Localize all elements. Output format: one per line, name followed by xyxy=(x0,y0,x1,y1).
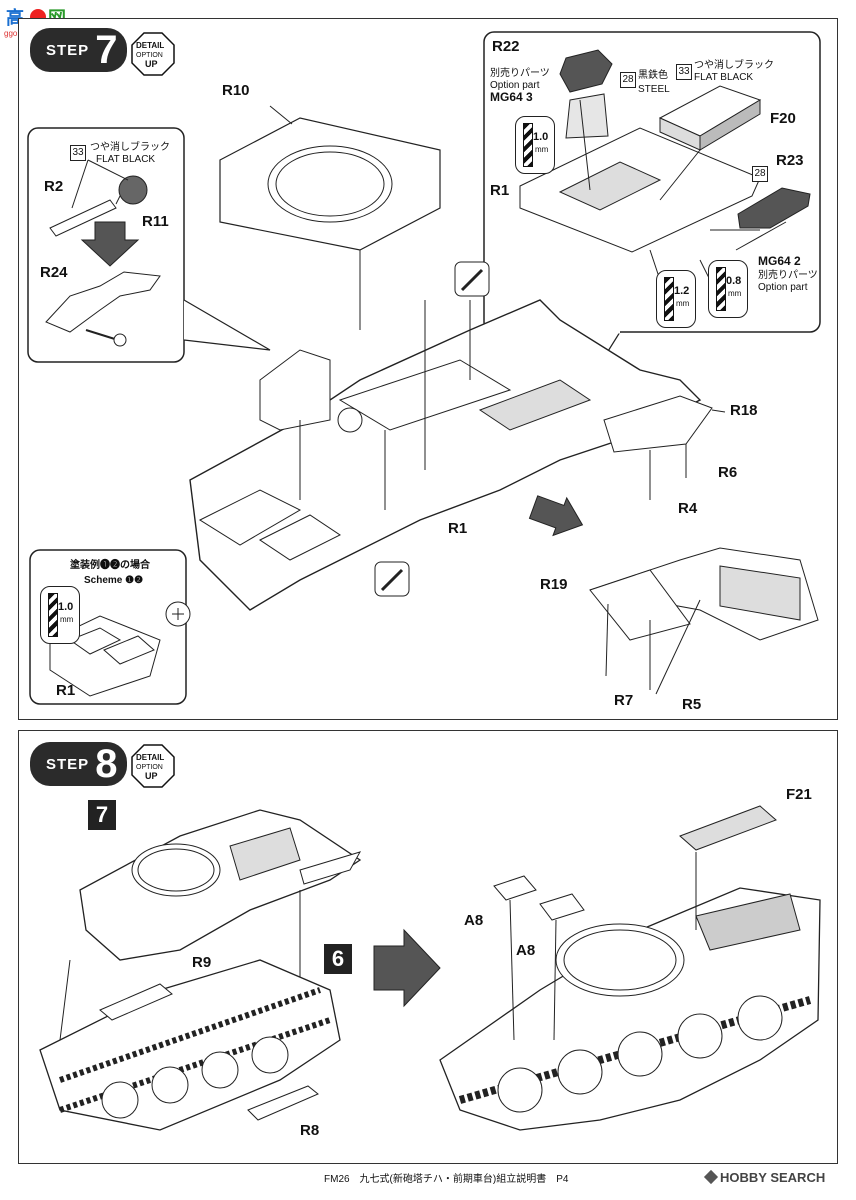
option-b-code: MG64 2 xyxy=(758,254,801,268)
step7-number: 7 xyxy=(95,28,118,72)
drill-bit-icon xyxy=(664,277,674,321)
drill-unit: mm xyxy=(728,289,742,298)
label-r11: R11 xyxy=(142,213,169,230)
paint-code-tag-left: 33 xyxy=(70,145,86,161)
r19-plate xyxy=(589,569,691,641)
step8-word: STEP xyxy=(46,755,90,773)
octagon-badge-icon xyxy=(131,32,175,76)
step7-badge: STEP 7 xyxy=(30,28,128,72)
steel-code-tag: 28 xyxy=(620,72,636,88)
label-a8-right: A8 xyxy=(516,942,536,959)
detail-line2: OPTION xyxy=(136,764,163,771)
r11-part xyxy=(118,175,148,205)
label-f20: F20 xyxy=(770,110,796,127)
ref-box-6: 6 xyxy=(324,944,352,974)
scheme-en: Scheme ❶❷ xyxy=(84,575,144,586)
label-r1-scheme: R1 xyxy=(56,682,76,699)
f21-part xyxy=(679,805,777,851)
diagonal-arrow-icon xyxy=(528,495,584,537)
label-r6: R6 xyxy=(718,464,738,481)
detail-line1: DETAIL xyxy=(136,753,165,762)
drill-icon-2: 1.2 mm xyxy=(656,270,696,328)
label-r1-main: R1 xyxy=(448,520,468,537)
label-r10: R10 xyxy=(222,82,250,99)
step7-detail-badge: DETAIL OPTION UP xyxy=(131,32,175,76)
right-arrow-icon xyxy=(373,928,441,1008)
drill-size: 1.2 xyxy=(674,285,690,297)
r8-part xyxy=(247,1085,319,1121)
label-r19: R19 xyxy=(540,576,568,593)
down-arrow-icon xyxy=(80,221,140,267)
option-b-en: Option part xyxy=(758,282,808,293)
label-r4: R4 xyxy=(678,500,698,517)
drill-size: 1.0 xyxy=(58,601,74,613)
label-r9: R9 xyxy=(192,954,212,971)
label-f21: F21 xyxy=(786,786,812,803)
option-a-jp: 別売りパーツ xyxy=(490,68,550,79)
label-r24: R24 xyxy=(40,264,68,281)
detail-line2: OPTION xyxy=(136,52,163,59)
drill-bit-icon xyxy=(523,123,533,167)
footer-brand: HOBBY SEARCH xyxy=(703,1169,826,1185)
paint-jp-left: つや消しブラック xyxy=(90,142,170,153)
label-r2: R2 xyxy=(44,178,64,195)
a8-left-part xyxy=(493,875,537,901)
drill-bit-icon xyxy=(716,267,726,311)
r2-part xyxy=(49,199,117,237)
label-r5: R5 xyxy=(682,696,702,713)
footer-brand-text: HOBBY SEARCH xyxy=(720,1170,826,1185)
paint-code-tag-right: 33 xyxy=(676,64,692,80)
option-a-code: MG64 3 xyxy=(490,90,533,104)
drill-bit-icon xyxy=(48,593,58,637)
drill-unit: mm xyxy=(535,145,549,154)
label-r1-inset: R1 xyxy=(490,182,510,199)
drill-size: 0.8 xyxy=(726,275,742,287)
steel-en: STEEL xyxy=(638,84,670,95)
paint-jp-right: つや消しブラック xyxy=(694,60,774,71)
steel-jp: 黒鉄色 xyxy=(638,70,668,81)
label-r8: R8 xyxy=(300,1122,320,1139)
r22-part xyxy=(559,49,613,93)
step8-badge: STEP 8 xyxy=(30,742,128,786)
step8-detail-badge: DETAIL OPTION UP xyxy=(131,744,175,788)
upper-hull-7 xyxy=(79,809,362,961)
drill-unit: mm xyxy=(676,299,690,308)
step7-word: STEP xyxy=(46,41,90,59)
ref-box-7: 7 xyxy=(88,800,116,830)
drill-size: 1.0 xyxy=(533,131,549,143)
paint-en-left: FLAT BLACK xyxy=(96,154,156,165)
label-a8-left: A8 xyxy=(464,912,484,929)
r24-part xyxy=(45,271,161,333)
label-r23: R23 xyxy=(776,152,804,169)
r23-part xyxy=(737,187,811,229)
detail-line3: UP xyxy=(145,59,158,69)
drill-unit: mm xyxy=(60,615,74,624)
drill-icon-4: 1.0 mm xyxy=(40,586,80,644)
option-a-en: Option part xyxy=(490,80,540,91)
scheme-jp: 塗装例❶❷の場合 xyxy=(70,560,150,571)
label-r7: R7 xyxy=(614,692,634,709)
a8-right-part xyxy=(539,893,585,921)
label-r22: R22 xyxy=(492,38,520,55)
r9-part xyxy=(99,983,173,1021)
footer-text: FM26 九七式(新砲塔チハ・前期車台)組立説明書 P4 xyxy=(324,1174,569,1185)
step8-number: 8 xyxy=(95,742,118,786)
r18-plate xyxy=(603,395,713,453)
detail-line3: UP xyxy=(145,771,158,781)
option-b-jp: 別売りパーツ xyxy=(758,270,818,281)
paint-en-right: FLAT BLACK xyxy=(694,72,754,83)
octagon-badge-icon xyxy=(131,744,175,788)
brand-mark-icon xyxy=(703,1169,719,1185)
drill-icon-3: 0.8 mm xyxy=(708,260,748,318)
option-b-tag: 28 xyxy=(752,166,768,182)
label-r18: R18 xyxy=(730,402,758,419)
drill-icon-1: 1.0 mm xyxy=(515,116,555,174)
detail-line1: DETAIL xyxy=(136,41,165,50)
